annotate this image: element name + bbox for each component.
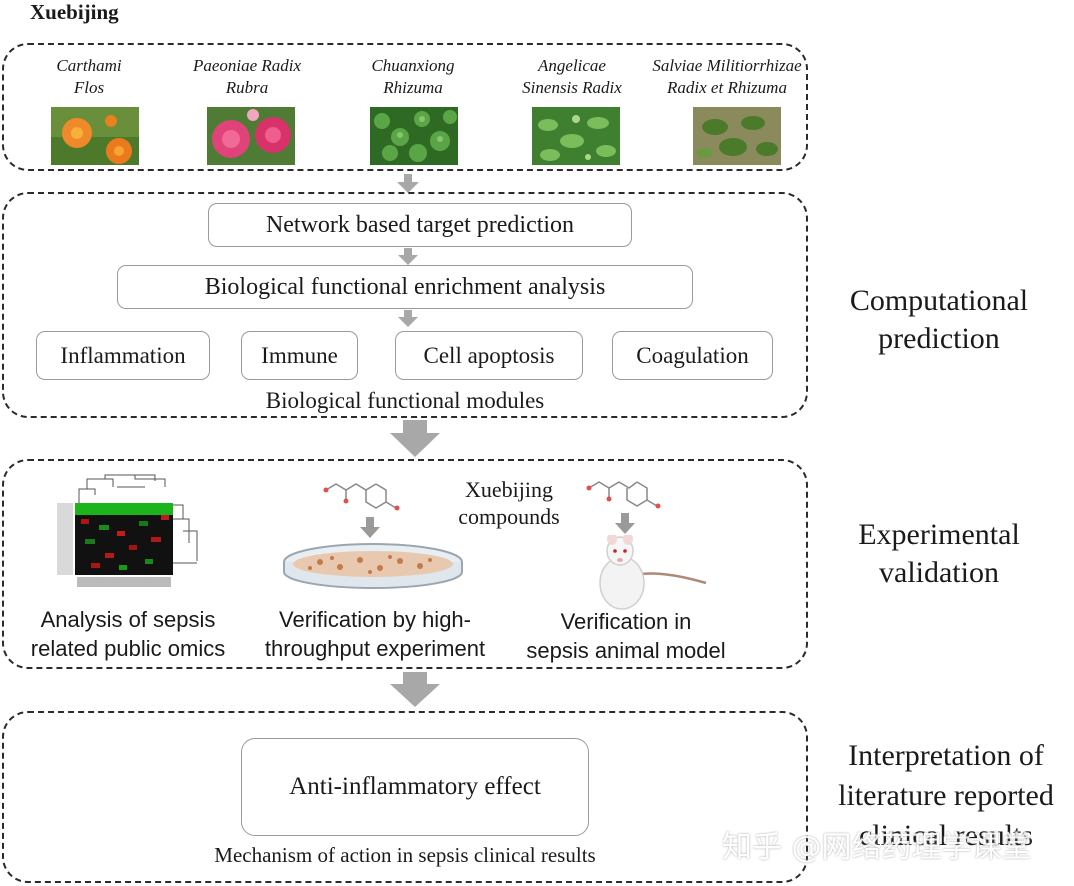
module-label: Cell apoptosis [423, 342, 555, 368]
compound-structure-icon [586, 481, 661, 509]
modules-caption: Biological functional modules [265, 388, 545, 413]
enrichment-analysis-label: Biological functional enrichment analysi… [204, 273, 606, 300]
module-label: Inflammation [60, 342, 186, 368]
computational-panel [2, 192, 808, 418]
anti-inflammatory-effect-box: Anti-inflammatory effect [241, 738, 589, 836]
interpretation-panel [2, 711, 808, 883]
arrow-down-large [390, 672, 440, 707]
arrow-down-small [615, 513, 635, 534]
compound-structure-icon [323, 483, 400, 511]
arrow-down-large [390, 420, 440, 457]
chuanxiong-plant-photo-icon [370, 107, 458, 165]
experimental-panel [2, 459, 808, 669]
arrow-down-small [360, 517, 380, 538]
interpretation-label: Interpretation of literature reported cl… [838, 739, 1054, 852]
petri-dish-icon [283, 543, 463, 589]
arrow-down-small [397, 174, 419, 193]
mechanism-caption: Mechanism of action in sepsis clinical r… [214, 843, 596, 867]
module-label: Immune [261, 342, 338, 368]
salvia-plant-photo-icon [693, 107, 781, 165]
module-label: Coagulation [636, 342, 749, 368]
module-immune: Immune [241, 331, 358, 380]
network-target-prediction-label: Network based target prediction [265, 211, 575, 238]
arrow-down-small [398, 310, 418, 327]
network-target-prediction-box: Network based target prediction [208, 203, 632, 247]
module-coagulation: Coagulation [612, 331, 773, 380]
watermark: 知乎 @网络药理学课堂 [722, 830, 1032, 865]
arrow-down-small [398, 248, 418, 265]
herbs-panel [2, 43, 808, 171]
omics-heatmap-icon [57, 474, 198, 587]
angelica-plant-photo-icon [532, 107, 620, 165]
rat-icon [599, 535, 707, 610]
module-inflammation: Inflammation [36, 331, 210, 380]
figure-title: Xuebijing [30, 0, 119, 24]
anti-inflammatory-effect-label: Anti-inflammatory effect [289, 773, 541, 800]
enrichment-analysis-box: Biological functional enrichment analysi… [117, 265, 693, 309]
module-cell-apoptosis: Cell apoptosis [395, 331, 583, 380]
peony-photo-icon [207, 107, 295, 165]
safflower-photo-icon [51, 107, 139, 165]
high-throughput-caption: Verification by high-throughput experime… [264, 607, 486, 661]
